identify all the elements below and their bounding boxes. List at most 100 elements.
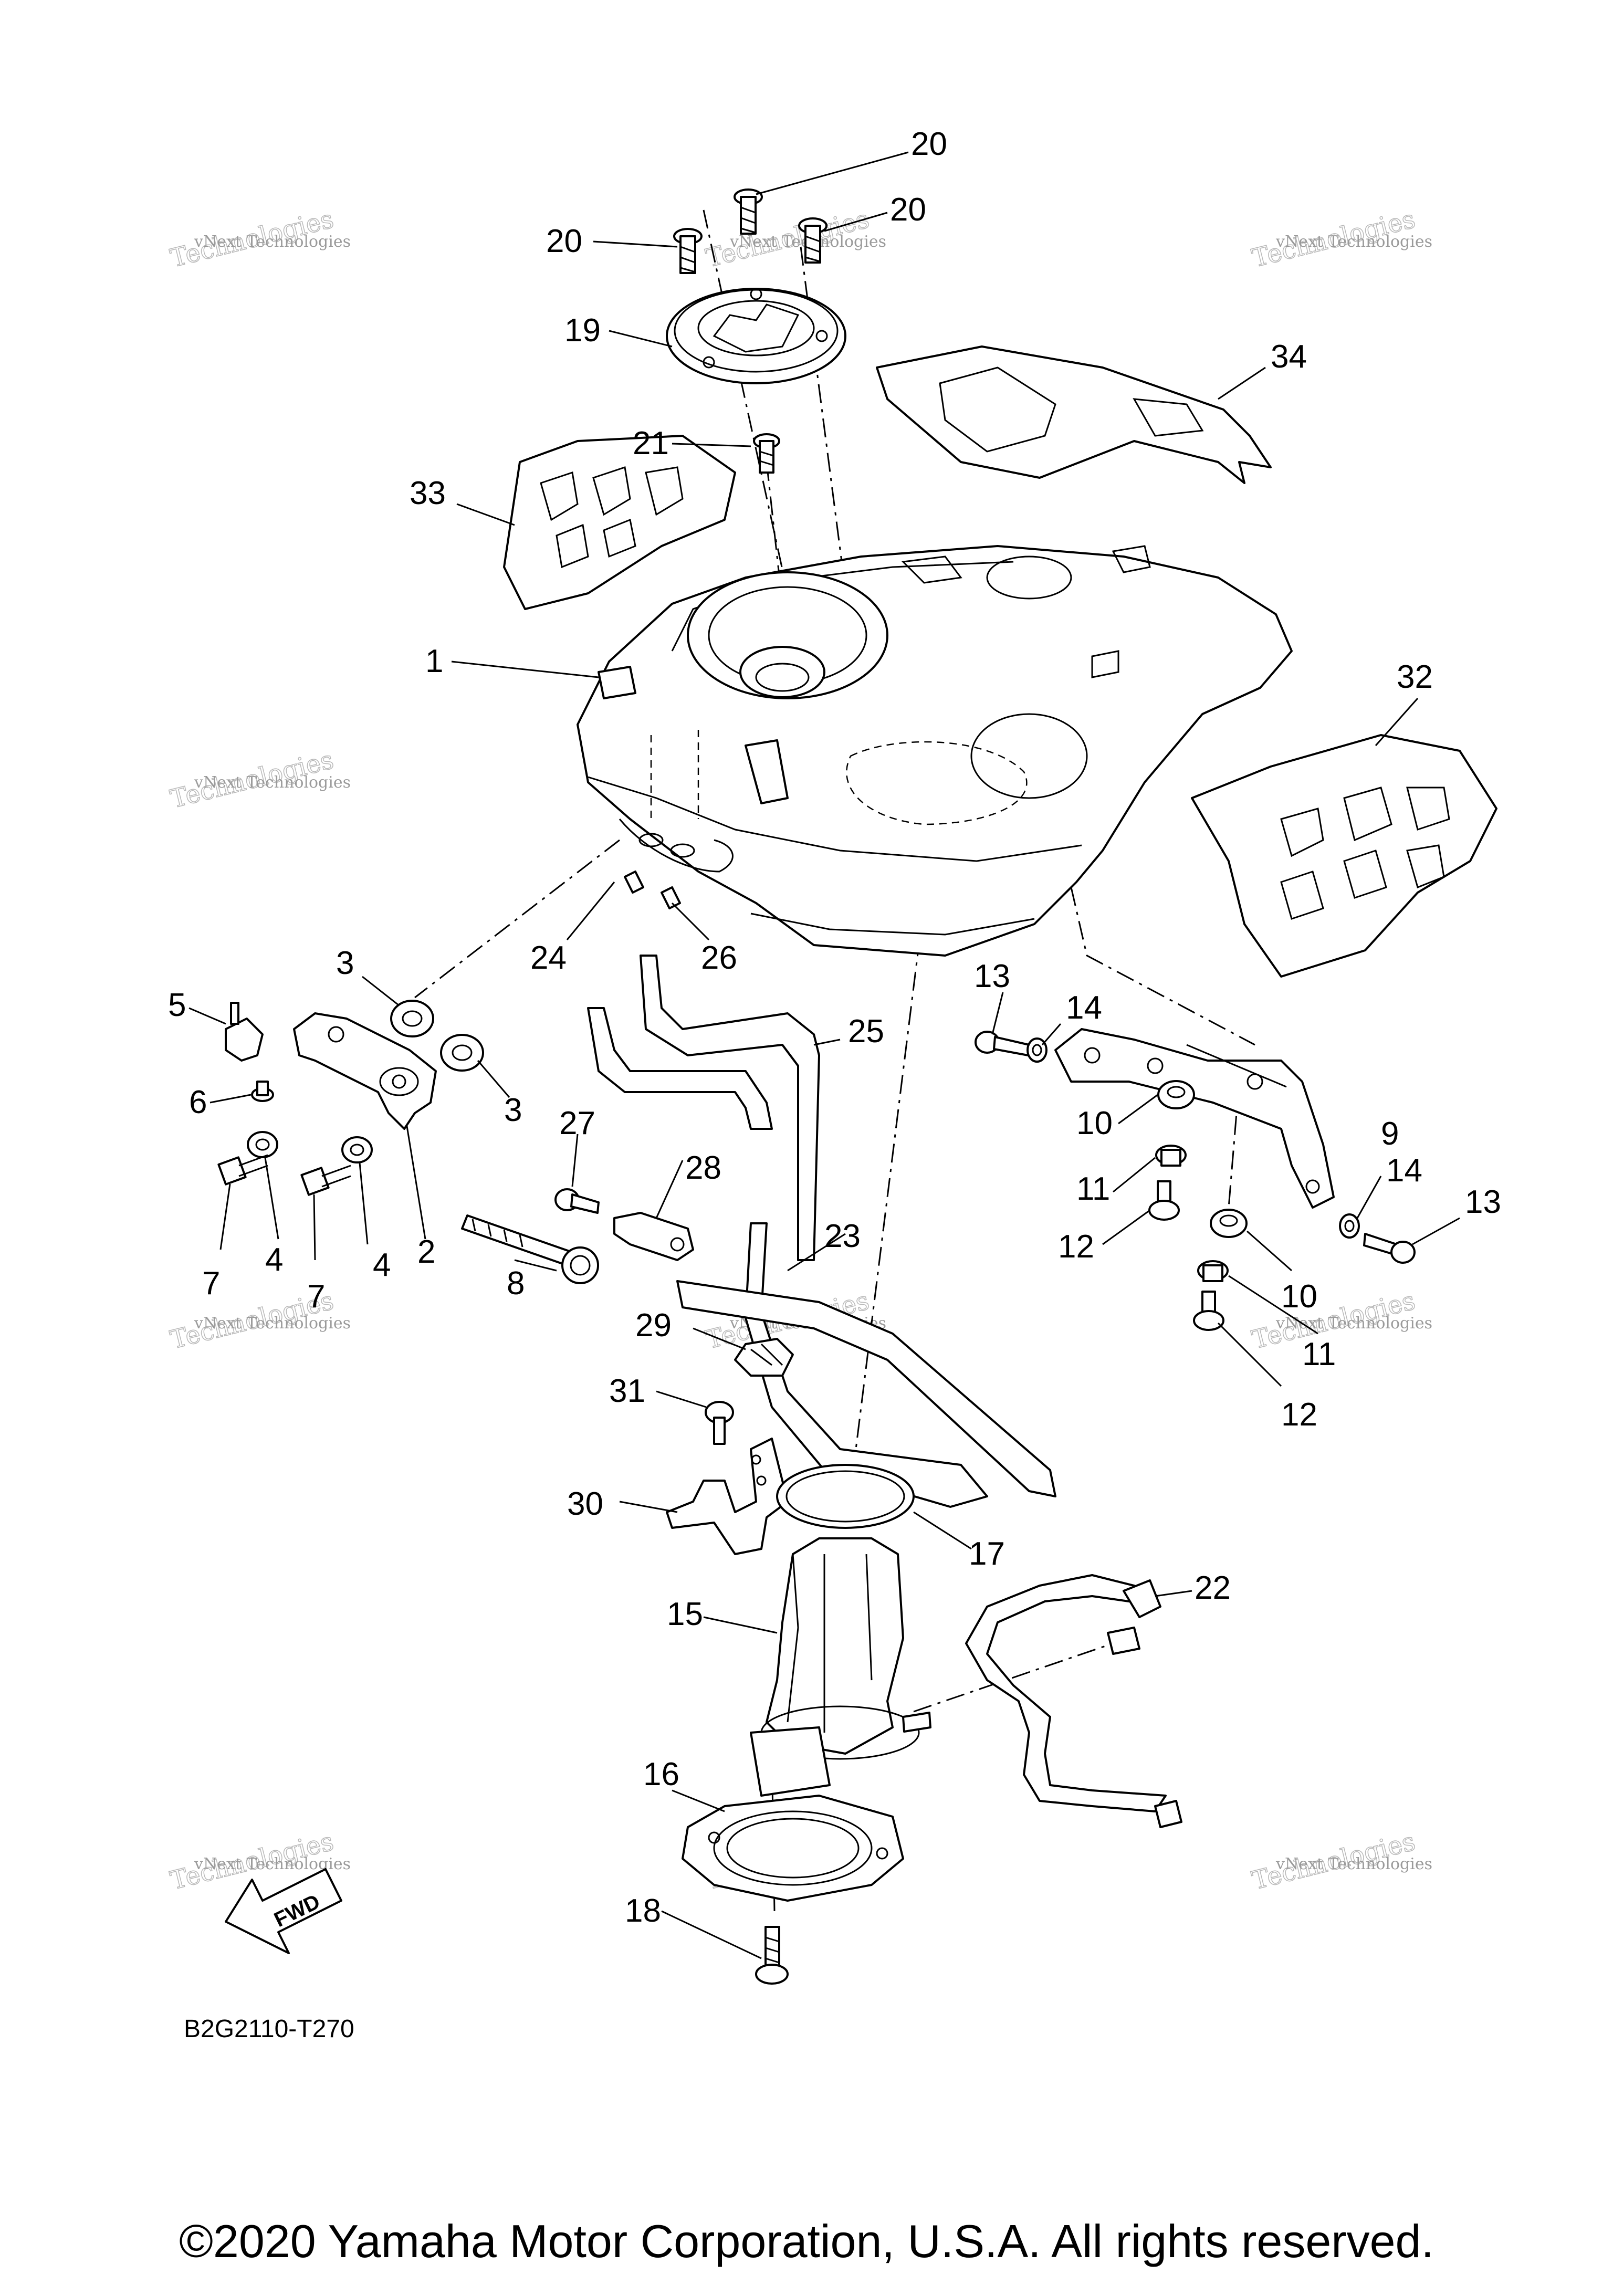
watermark: Technologies vNext Technologies — [1249, 1827, 1432, 1896]
callout-27: 27 — [559, 1105, 595, 1141]
callout-18: 18 — [625, 1893, 661, 1929]
callout-7: 7 — [202, 1265, 220, 1302]
part-12-bolt-upper — [1148, 1180, 1180, 1221]
callout-1: 1 — [425, 643, 443, 679]
callout-20: 20 — [911, 126, 947, 162]
callout-13: 13 — [974, 958, 1010, 994]
part-28-clamp — [613, 1212, 694, 1261]
callout-25: 25 — [848, 1013, 884, 1050]
fwd-arrow-icon: FWD — [225, 1868, 342, 1954]
part-10-grommet-upper — [1157, 1080, 1195, 1109]
leader-lines — [188, 151, 1460, 1959]
callout-21: 21 — [633, 425, 669, 462]
part-1-fuel-tank — [577, 545, 1293, 957]
part-12-bolt-lower — [1193, 1291, 1224, 1331]
callout-10: 10 — [1076, 1105, 1113, 1141]
callout-4: 4 — [265, 1242, 283, 1278]
watermark: Technologies vNext Technologies — [703, 204, 886, 274]
bolt-20-top — [734, 188, 763, 235]
part-6-screw — [251, 1081, 274, 1102]
watermark: Technologies vNext Technologies — [167, 745, 351, 815]
diagram-ref-code: B2G2110-T270 — [184, 2015, 354, 2043]
part-34-rear-cover — [876, 345, 1272, 484]
part-14-washer-upper — [1027, 1037, 1048, 1063]
part-13-bolt-upper — [975, 1031, 1030, 1056]
callout-20: 20 — [890, 192, 926, 228]
part-11-collar-lower — [1197, 1260, 1229, 1282]
part-7-bolt-right — [300, 1165, 351, 1196]
svg-text:vNext Technologies: vNext Technologies — [194, 773, 351, 792]
part-18-bolt — [755, 1926, 789, 1985]
callout-14: 14 — [1066, 990, 1102, 1026]
part-5-bracket-clip — [225, 1002, 264, 1062]
part-24-clip — [624, 871, 644, 894]
bolt-21 — [753, 433, 780, 474]
callout-15: 15 — [667, 1596, 703, 1632]
callout-34: 34 — [1271, 339, 1307, 375]
part-27-bolt — [554, 1188, 600, 1214]
part-19-fuel-cap — [666, 288, 846, 384]
bolt-20-right — [798, 217, 828, 264]
part-10-grommet-lower — [1210, 1209, 1248, 1238]
callout-14: 14 — [1386, 1152, 1422, 1189]
part-3-grommet-upper — [390, 1000, 434, 1037]
svg-text:vNext Technologies: vNext Technologies — [1275, 1314, 1432, 1333]
part-3-grommet-lower — [440, 1034, 484, 1072]
part-7-bolt-left — [217, 1154, 268, 1186]
svg-text:vNext Technologies: vNext Technologies — [1275, 1855, 1432, 1873]
callout-4: 4 — [373, 1247, 391, 1283]
callout-24: 24 — [530, 940, 567, 976]
part-2-front-bracket — [293, 1012, 437, 1130]
svg-text:vNext Technologies: vNext Technologies — [1275, 233, 1432, 251]
callout-12: 12 — [1281, 1397, 1317, 1433]
part-29-clip — [734, 1338, 794, 1377]
watermark: Technologies vNext Technologies — [1249, 204, 1432, 274]
callout-8: 8 — [507, 1265, 525, 1302]
callout-5: 5 — [168, 987, 186, 1023]
callout-26: 26 — [701, 940, 737, 976]
part-8-long-bolt — [461, 1214, 599, 1284]
part-13-bolt-lower — [1363, 1233, 1416, 1264]
callout-19: 19 — [564, 312, 601, 349]
callout-labels: 20 20 20 19 21 34 33 1 32 24 26 25 3 3 5… — [168, 126, 1501, 1929]
callout-11: 11 — [1076, 1171, 1110, 1207]
callout-28: 28 — [685, 1150, 721, 1186]
watermark: Technologies vNext Technologies — [167, 204, 351, 274]
callout-29: 29 — [635, 1307, 672, 1344]
part-25-breather-hose — [587, 955, 820, 1261]
part-33-left-cover — [503, 435, 736, 610]
part-14-washer-lower — [1339, 1213, 1360, 1239]
callout-16: 16 — [643, 1756, 679, 1792]
callout-6: 6 — [189, 1084, 207, 1120]
callout-3: 3 — [336, 945, 354, 981]
callout-32: 32 — [1397, 659, 1433, 695]
callout-31: 31 — [609, 1373, 645, 1409]
svg-text:vNext Technologies: vNext Technologies — [194, 1314, 351, 1333]
part-11-collar-upper — [1155, 1145, 1187, 1167]
callout-17: 17 — [969, 1536, 1005, 1572]
callout-22: 22 — [1195, 1570, 1231, 1606]
callout-11: 11 — [1302, 1336, 1336, 1372]
part-32-right-cover — [1191, 734, 1497, 978]
part-26-clip — [661, 886, 681, 909]
part-15-fuel-pump — [750, 1537, 931, 1797]
callout-7: 7 — [307, 1278, 325, 1315]
part-17-o-ring — [776, 1464, 915, 1529]
part-30-bracket — [666, 1438, 789, 1555]
bolt-20-left — [673, 228, 703, 274]
callout-13: 13 — [1465, 1184, 1501, 1220]
part-23-drain-hose — [676, 1222, 1056, 1508]
part-4-collar-right — [341, 1136, 373, 1163]
callout-20: 20 — [546, 223, 582, 259]
part-22-fuel-hose — [965, 1574, 1182, 1828]
svg-text:vNext Technologies: vNext Technologies — [194, 233, 351, 251]
callout-2: 2 — [417, 1234, 435, 1270]
callout-23: 23 — [824, 1218, 861, 1254]
part-16-gasket-plate — [682, 1795, 904, 1902]
callout-30: 30 — [567, 1486, 603, 1522]
callout-3: 3 — [504, 1092, 522, 1128]
watermark: Technologies vNext Technologies — [1249, 1286, 1432, 1356]
callout-10: 10 — [1281, 1278, 1317, 1315]
copyright-notice: ©2020 Yamaha Motor Corporation, U.S.A. A… — [179, 2215, 1434, 2267]
